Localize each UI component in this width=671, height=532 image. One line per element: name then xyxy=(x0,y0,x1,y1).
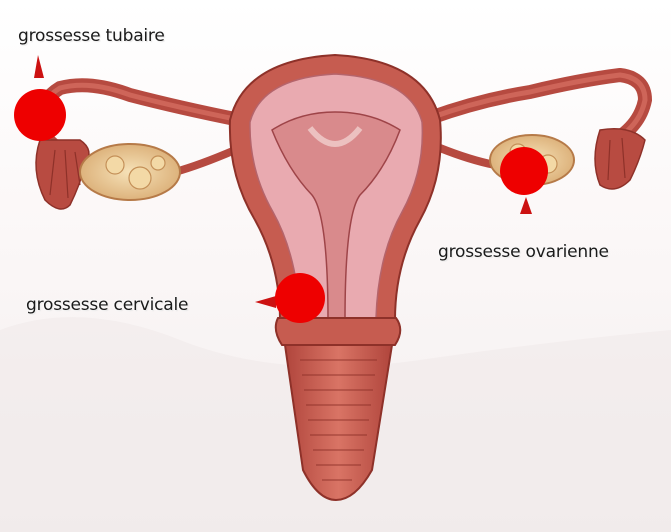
left-ovary xyxy=(80,144,180,200)
cervical-pregnancy-marker xyxy=(275,273,325,323)
tubal-pregnancy-marker xyxy=(14,89,66,141)
tubal-pregnancy-label: grossesse tubaire xyxy=(18,26,165,46)
ovarian-pregnancy-marker xyxy=(500,147,548,195)
cervical-pregnancy-label: grossesse cervicale xyxy=(26,295,188,315)
ovarian-pregnancy-label: grossesse ovarienne xyxy=(438,242,609,262)
